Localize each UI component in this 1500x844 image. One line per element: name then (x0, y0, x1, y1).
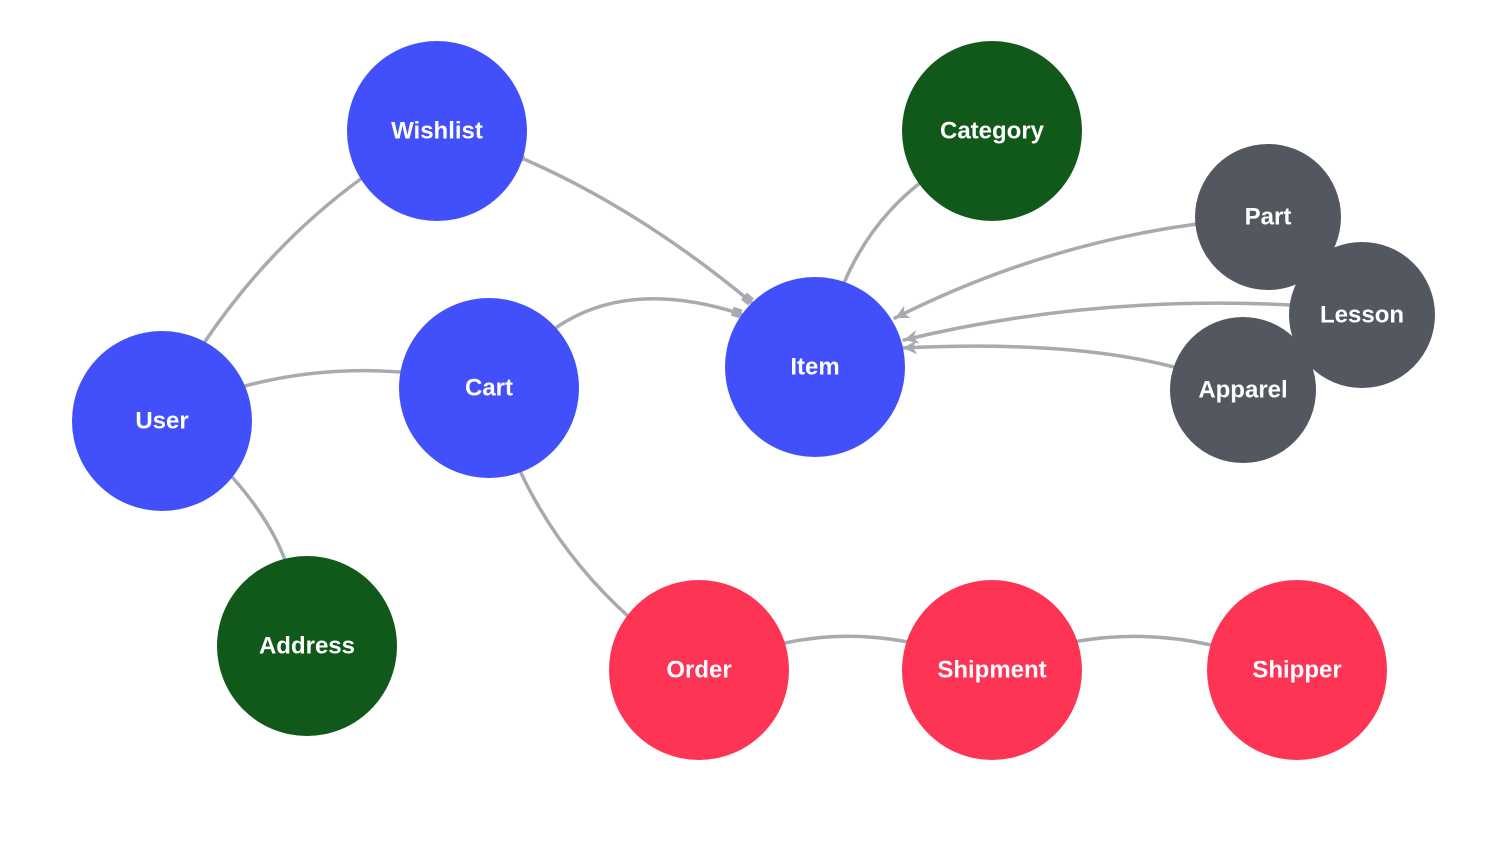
shipper-node-label: Shipper (1252, 657, 1341, 684)
node-lesson[interactable]: Lesson (1289, 242, 1435, 388)
edges-layer (202, 153, 1293, 647)
order-node-label: Order (666, 657, 731, 684)
node-part[interactable]: Part (1195, 144, 1341, 290)
wishlist-node-circle (347, 41, 527, 221)
edge-shipment-shipper (1069, 634, 1213, 647)
apparel-node-label: Apparel (1198, 377, 1287, 404)
edge-wishlist-item (516, 153, 754, 306)
node-shipment[interactable]: Shipment (902, 580, 1082, 760)
shipment-node-circle (902, 580, 1082, 760)
lesson-node-label: Lesson (1320, 302, 1404, 329)
cart-node-label: Cart (465, 375, 513, 402)
address-node-circle (217, 556, 397, 736)
part-node-circle (1195, 144, 1341, 290)
node-category[interactable]: Category (902, 41, 1082, 221)
node-order[interactable]: Order (609, 580, 789, 760)
item-node-label: Item (790, 354, 839, 381)
shipper-node-circle (1207, 580, 1387, 760)
edge-lesson-item (902, 301, 1293, 344)
part-node-label: Part (1245, 204, 1292, 231)
apparel-node-circle (1170, 317, 1316, 463)
wishlist-node-label: Wishlist (391, 118, 483, 145)
address-node-label: Address (259, 633, 355, 660)
edge-cart-item (548, 297, 743, 334)
edge-cart-order (519, 471, 632, 620)
edge-item-category (842, 181, 922, 285)
node-shipper[interactable]: Shipper (1207, 580, 1387, 760)
shipment-node-label: Shipment (937, 657, 1046, 684)
order-node-circle (609, 580, 789, 760)
edge-user-wishlist (202, 176, 364, 345)
node-user[interactable]: User (72, 331, 252, 511)
edge-user-address (231, 476, 287, 562)
category-node-circle (902, 41, 1082, 221)
node-address[interactable]: Address (217, 556, 397, 736)
node-cart[interactable]: Cart (399, 298, 579, 478)
node-item[interactable]: Item (725, 277, 905, 457)
user-node-circle (72, 331, 252, 511)
node-wishlist[interactable]: Wishlist (347, 41, 527, 221)
edge-part-item (893, 222, 1199, 320)
lesson-node-circle (1289, 242, 1435, 388)
edge-order-shipment (783, 634, 910, 645)
user-node-label: User (135, 408, 188, 435)
edge-user-cart (243, 368, 402, 388)
item-node-circle (725, 277, 905, 457)
edge-apparel-item (901, 340, 1176, 369)
category-node-label: Category (940, 118, 1045, 145)
nodes-layer: Wishlist Category Part Lesson Apparel It… (72, 41, 1435, 760)
node-apparel[interactable]: Apparel (1170, 317, 1316, 463)
cart-node-circle (399, 298, 579, 478)
